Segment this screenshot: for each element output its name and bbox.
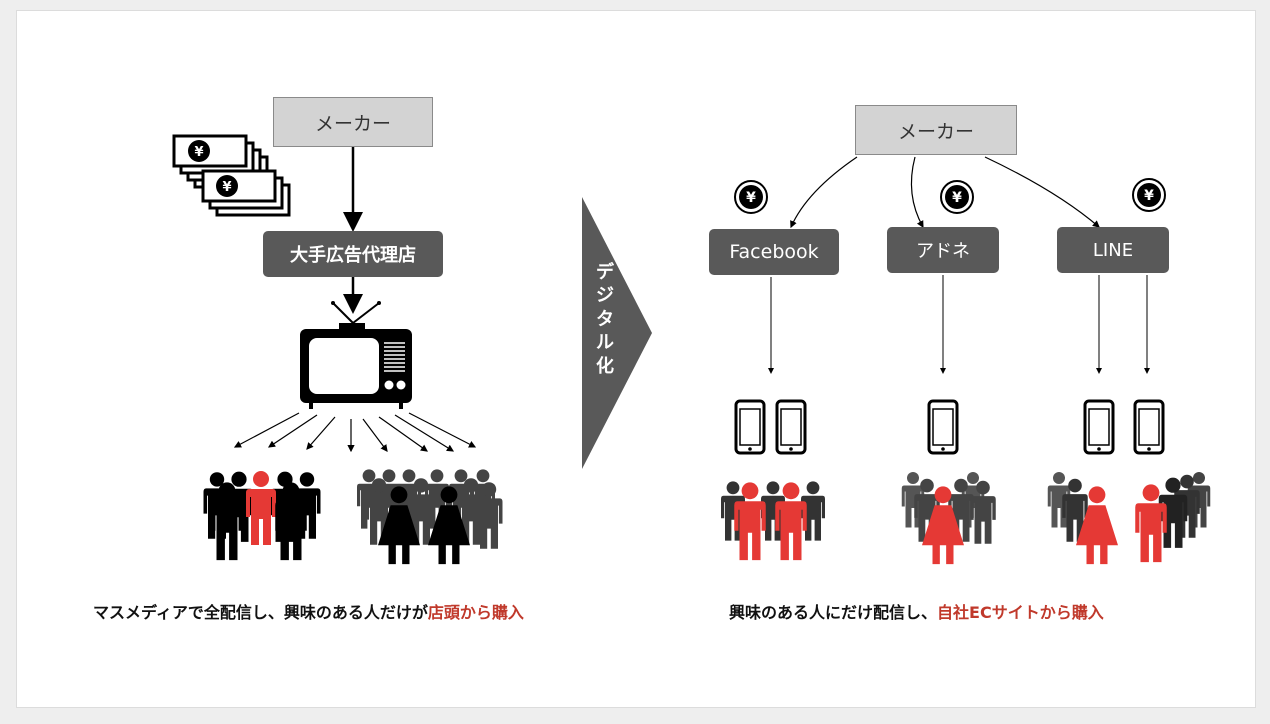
channel-line: LINE	[1057, 227, 1169, 273]
money-icon: ¥ ¥	[172, 134, 291, 217]
tv-icon	[300, 301, 412, 409]
agency-label: 大手広告代理店	[290, 245, 416, 266]
maker-box-right: メーカー	[855, 105, 1017, 155]
channel-label: アドネ	[916, 241, 970, 262]
crowd-line	[1047, 472, 1211, 565]
maker-distribution-arrows	[790, 156, 1100, 229]
maker-label: メーカー	[897, 120, 974, 143]
crowd-facebook	[721, 481, 825, 561]
channel-to-phone-arrows	[768, 275, 1150, 374]
label-char: タ	[596, 308, 614, 330]
channel-label: Facebook	[729, 241, 819, 263]
svg-text:¥: ¥	[746, 190, 756, 206]
caption-highlight: 店頭から購入	[427, 603, 524, 622]
crowd-adnetwork	[901, 472, 996, 565]
crowd-left-b	[357, 469, 503, 565]
digitalization-label: デ ジ タ ル 化	[593, 261, 617, 378]
yen-coin-icon: ¥ ¥ ¥	[734, 178, 1166, 214]
label-char: ジ	[596, 285, 614, 307]
diagram-art: ¥ ¥	[172, 134, 1211, 565]
svg-text:¥: ¥	[194, 145, 203, 160]
svg-text:¥: ¥	[952, 190, 962, 206]
caption-left: マスメディアで全配信し、興味のある人だけが店頭から購入	[93, 599, 524, 623]
maker-label: メーカー	[314, 112, 391, 135]
channel-facebook: Facebook	[709, 229, 839, 275]
caption-highlight: 自社ECサイトから購入	[937, 603, 1104, 622]
agency-box: 大手広告代理店	[263, 231, 443, 277]
label-char: 化	[596, 355, 614, 377]
caption-text: 興味のある人にだけ配信し、	[729, 603, 938, 622]
phone-icon	[734, 399, 1165, 455]
svg-text:¥: ¥	[222, 180, 231, 195]
caption-text: マスメディアで全配信し、興味のある人だけが	[93, 603, 428, 622]
maker-box-left: メーカー	[273, 97, 433, 147]
svg-text:¥: ¥	[1144, 188, 1154, 204]
channel-label: LINE	[1092, 239, 1134, 261]
crowd-left-a	[203, 471, 321, 561]
label-char: ル	[596, 332, 614, 354]
tv-broadcast-arrows	[233, 412, 477, 453]
channel-adnetwork: アドネ	[887, 227, 999, 273]
caption-right: 興味のある人にだけ配信し、自社ECサイトから購入	[729, 599, 1104, 623]
slide: ¥ ¥	[16, 10, 1256, 708]
label-char: デ	[596, 262, 614, 283]
digitalization-arrow	[582, 197, 652, 469]
